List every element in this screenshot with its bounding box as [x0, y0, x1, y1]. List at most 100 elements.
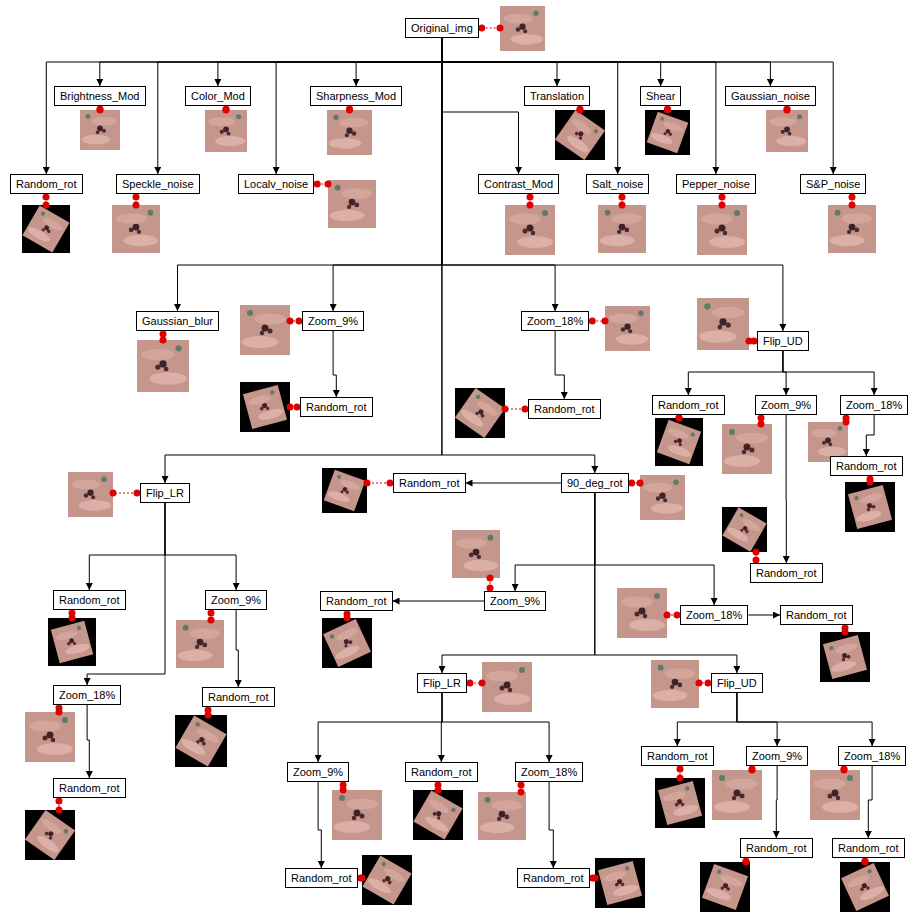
finger-shape — [841, 213, 872, 224]
anchor-dot — [160, 331, 167, 338]
finger-shape — [340, 118, 369, 128]
skin-background — [243, 385, 287, 429]
rotated-image — [823, 635, 867, 679]
process-box: Shear — [640, 86, 681, 106]
rotated-image — [51, 621, 93, 663]
rotated-image — [22, 205, 69, 252]
finger-shape — [846, 873, 870, 890]
box-label: Zoom_9% — [752, 750, 802, 762]
finger-shape — [41, 215, 64, 233]
process-box: Random_rot — [53, 590, 126, 610]
box-label: Random_rot — [534, 403, 595, 415]
process-box: Random_rot — [202, 687, 275, 707]
lesion-thumbnail — [712, 770, 762, 820]
lesion-spot — [201, 741, 206, 746]
lesion-spot — [656, 496, 661, 501]
lesion-spot — [87, 490, 93, 496]
skin-background — [240, 305, 290, 355]
finger-shape — [726, 779, 758, 790]
finger-shape — [178, 650, 213, 662]
skin-background — [51, 621, 93, 663]
box-label: Salt_noise — [592, 178, 643, 190]
connector-arrow — [442, 493, 595, 673]
thumbnail-border — [820, 632, 870, 682]
skin-background — [327, 110, 372, 155]
process-box: Translation — [524, 86, 590, 106]
skin-background — [362, 855, 411, 904]
anchor-dot — [223, 107, 230, 114]
lesion-spot — [96, 131, 100, 135]
finger-shape — [736, 433, 768, 444]
lesion-thumbnail — [810, 770, 860, 820]
box-label: Random_rot — [647, 750, 708, 762]
anchor-dot — [69, 615, 76, 622]
box-label: Random_rot — [756, 567, 817, 579]
rotated-image — [324, 470, 366, 512]
skin-background — [112, 205, 160, 253]
tattoo-mark — [835, 210, 841, 216]
box-label: Random_rot — [59, 594, 120, 606]
lesion-spot — [734, 790, 741, 797]
anchor-dot — [753, 549, 760, 556]
anchor-dot — [56, 798, 63, 805]
skin-background — [617, 588, 667, 638]
skin-background — [647, 112, 689, 154]
lesion-thumbnail — [655, 418, 703, 466]
anchor-dot — [56, 709, 63, 716]
anchor-dot — [664, 106, 671, 113]
tattoo-mark — [475, 394, 481, 400]
lesion-spot — [740, 528, 744, 532]
finger-shape — [464, 560, 499, 572]
skin-background — [605, 306, 650, 351]
box-label: S&P_noise — [806, 178, 860, 190]
tattoo-mark — [451, 807, 457, 813]
finger-shape — [79, 500, 111, 511]
lesion-thumbnail — [478, 792, 526, 840]
skin-background — [505, 205, 555, 255]
lesion-spot — [387, 880, 392, 885]
box-label: Random_rot — [786, 609, 847, 621]
box-label: Random_rot — [399, 477, 460, 489]
lesion-spot — [867, 503, 873, 509]
box-label: Contrast_Mod — [484, 178, 553, 190]
lesion-thumbnail — [820, 632, 870, 682]
finger-shape — [37, 743, 73, 755]
lesion-spot — [48, 836, 53, 841]
anchor-dot — [637, 480, 644, 487]
lesion-spot — [260, 406, 264, 410]
finger-shape — [621, 597, 653, 608]
finger-shape — [189, 628, 220, 639]
lesion-spot — [354, 203, 359, 208]
anchor-dot — [664, 107, 671, 114]
lesion-spot — [195, 645, 199, 649]
process-box: Random_rot — [750, 563, 823, 583]
lesion-spot — [842, 653, 848, 659]
lesion-thumbnail — [240, 382, 290, 432]
process-box: Sharpness_Mod — [310, 86, 402, 106]
process-box: Random_rot — [832, 838, 905, 858]
box-label: Gaussian_blur — [142, 315, 213, 327]
anchor-dot — [602, 318, 609, 325]
anchor-dot — [842, 629, 849, 636]
finger-shape — [672, 803, 699, 818]
finger-shape — [341, 188, 372, 199]
lesion-spot — [47, 732, 54, 739]
lesion-spot — [781, 130, 785, 134]
lesion-spot — [578, 136, 583, 141]
leader-line — [113, 493, 137, 494]
process-box: Zoom_18% — [838, 746, 906, 766]
finger-shape — [600, 235, 635, 247]
anchor-dot — [487, 575, 494, 582]
lesion-thumbnail — [413, 790, 463, 840]
rotated-image — [455, 388, 505, 438]
lesion-thumbnail — [68, 472, 113, 517]
lesion-spot — [825, 438, 831, 444]
skin-background — [598, 861, 642, 905]
box-label: Random_rot — [411, 766, 472, 778]
lesion-spot — [663, 498, 667, 502]
finger-shape — [822, 801, 858, 813]
lesion-thumbnail — [137, 340, 189, 392]
process-box: Random_rot — [10, 174, 83, 194]
lesion-spot — [681, 803, 685, 807]
lesion-thumbnail — [845, 482, 895, 532]
